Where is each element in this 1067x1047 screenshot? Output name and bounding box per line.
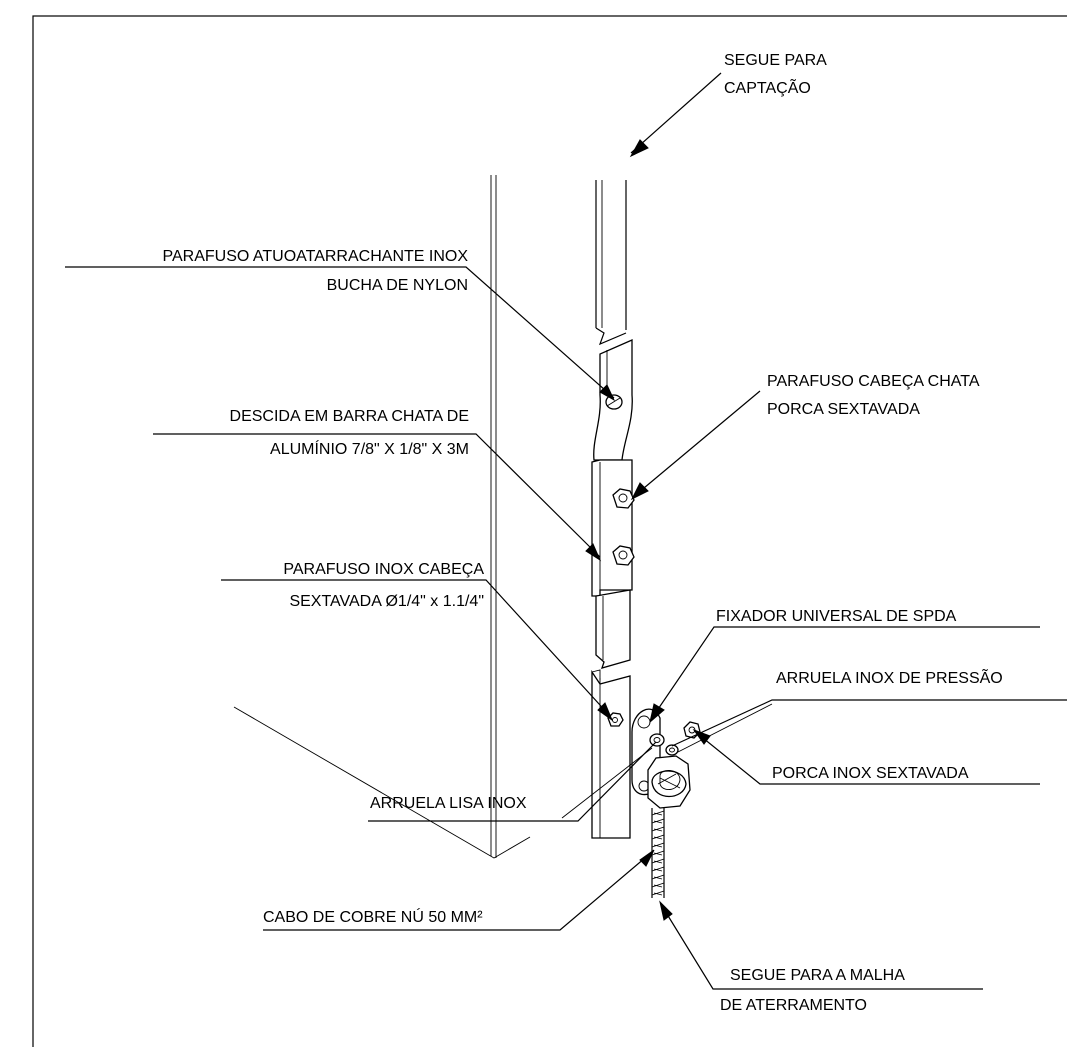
sheet-border (32, 15, 1067, 1047)
label-parafuso-chata-line1: PARAFUSO CABEÇA CHATA (767, 373, 980, 390)
flat-bar-segment-2 (591, 459, 633, 597)
label-fixador: FIXADOR UNIVERSAL DE SPDA (716, 608, 957, 625)
label-arruela-pressao: ARRUELA INOX DE PRESSÃO (776, 667, 1003, 687)
flat-bar-segment-4 (591, 669, 631, 839)
leader-arruela-pressao (671, 699, 1067, 753)
leader-parafuso-chata (630, 390, 761, 501)
label-segue-malha-line2: DE ATERRAMENTO (720, 997, 867, 1014)
label-descida-line1: DESCIDA EM BARRA CHATA DE (230, 408, 469, 425)
leader-arruela-lisa (368, 741, 657, 822)
label-descida-line2: ALUMÍNIO 7/8" X 1/8" X 3M (270, 439, 469, 458)
hex-nut-upper (612, 488, 635, 509)
label-cabo-cobre: CABO DE COBRE NÚ 50 MM² (263, 907, 483, 926)
leader-parafuso-auto (65, 266, 616, 402)
leader-segue-captacao (629, 72, 722, 158)
label-parafuso-chata-line2: PORCA SEXTAVADA (767, 401, 920, 418)
flat-bar-upper (595, 180, 627, 346)
hex-nut-lower (612, 545, 635, 566)
label-segue-captacao-line2: CAPTAÇÃO (724, 77, 811, 97)
flat-bar-segment-3 (595, 589, 631, 669)
label-parafuso-inox-line1: PARAFUSO INOX CABEÇA (283, 561, 484, 578)
leader-cabo-cobre (263, 849, 655, 931)
leader-porca-inox (692, 728, 1040, 785)
label-arruela-lisa: ARRUELA LISA INOX (370, 795, 527, 812)
universal-clamp (631, 708, 701, 809)
label-segue-captacao-line1: SEGUE PARA (724, 52, 827, 69)
label-parafuso-auto-line1: PARAFUSO ATUOATARRACHANTE INOX (162, 248, 468, 265)
leader-segue-malha (659, 900, 983, 990)
label-parafuso-inox-line2: SEXTAVADA Ø1/4" x 1.1/4" (289, 593, 484, 610)
stainless-hex-bolt (607, 712, 624, 727)
copper-cable (651, 808, 665, 898)
leader-parafuso-inox (221, 579, 614, 722)
leader-fixador (649, 626, 1040, 724)
wall-base-line (233, 706, 531, 859)
self-tapping-screw (605, 394, 623, 410)
label-porca-inox: PORCA INOX SEXTAVADA (772, 765, 969, 782)
leader-descida (153, 433, 602, 562)
label-segue-malha-line1: SEGUE PARA A MALHA (730, 967, 905, 984)
label-parafuso-auto-line2: BUCHA DE NYLON (327, 277, 468, 294)
